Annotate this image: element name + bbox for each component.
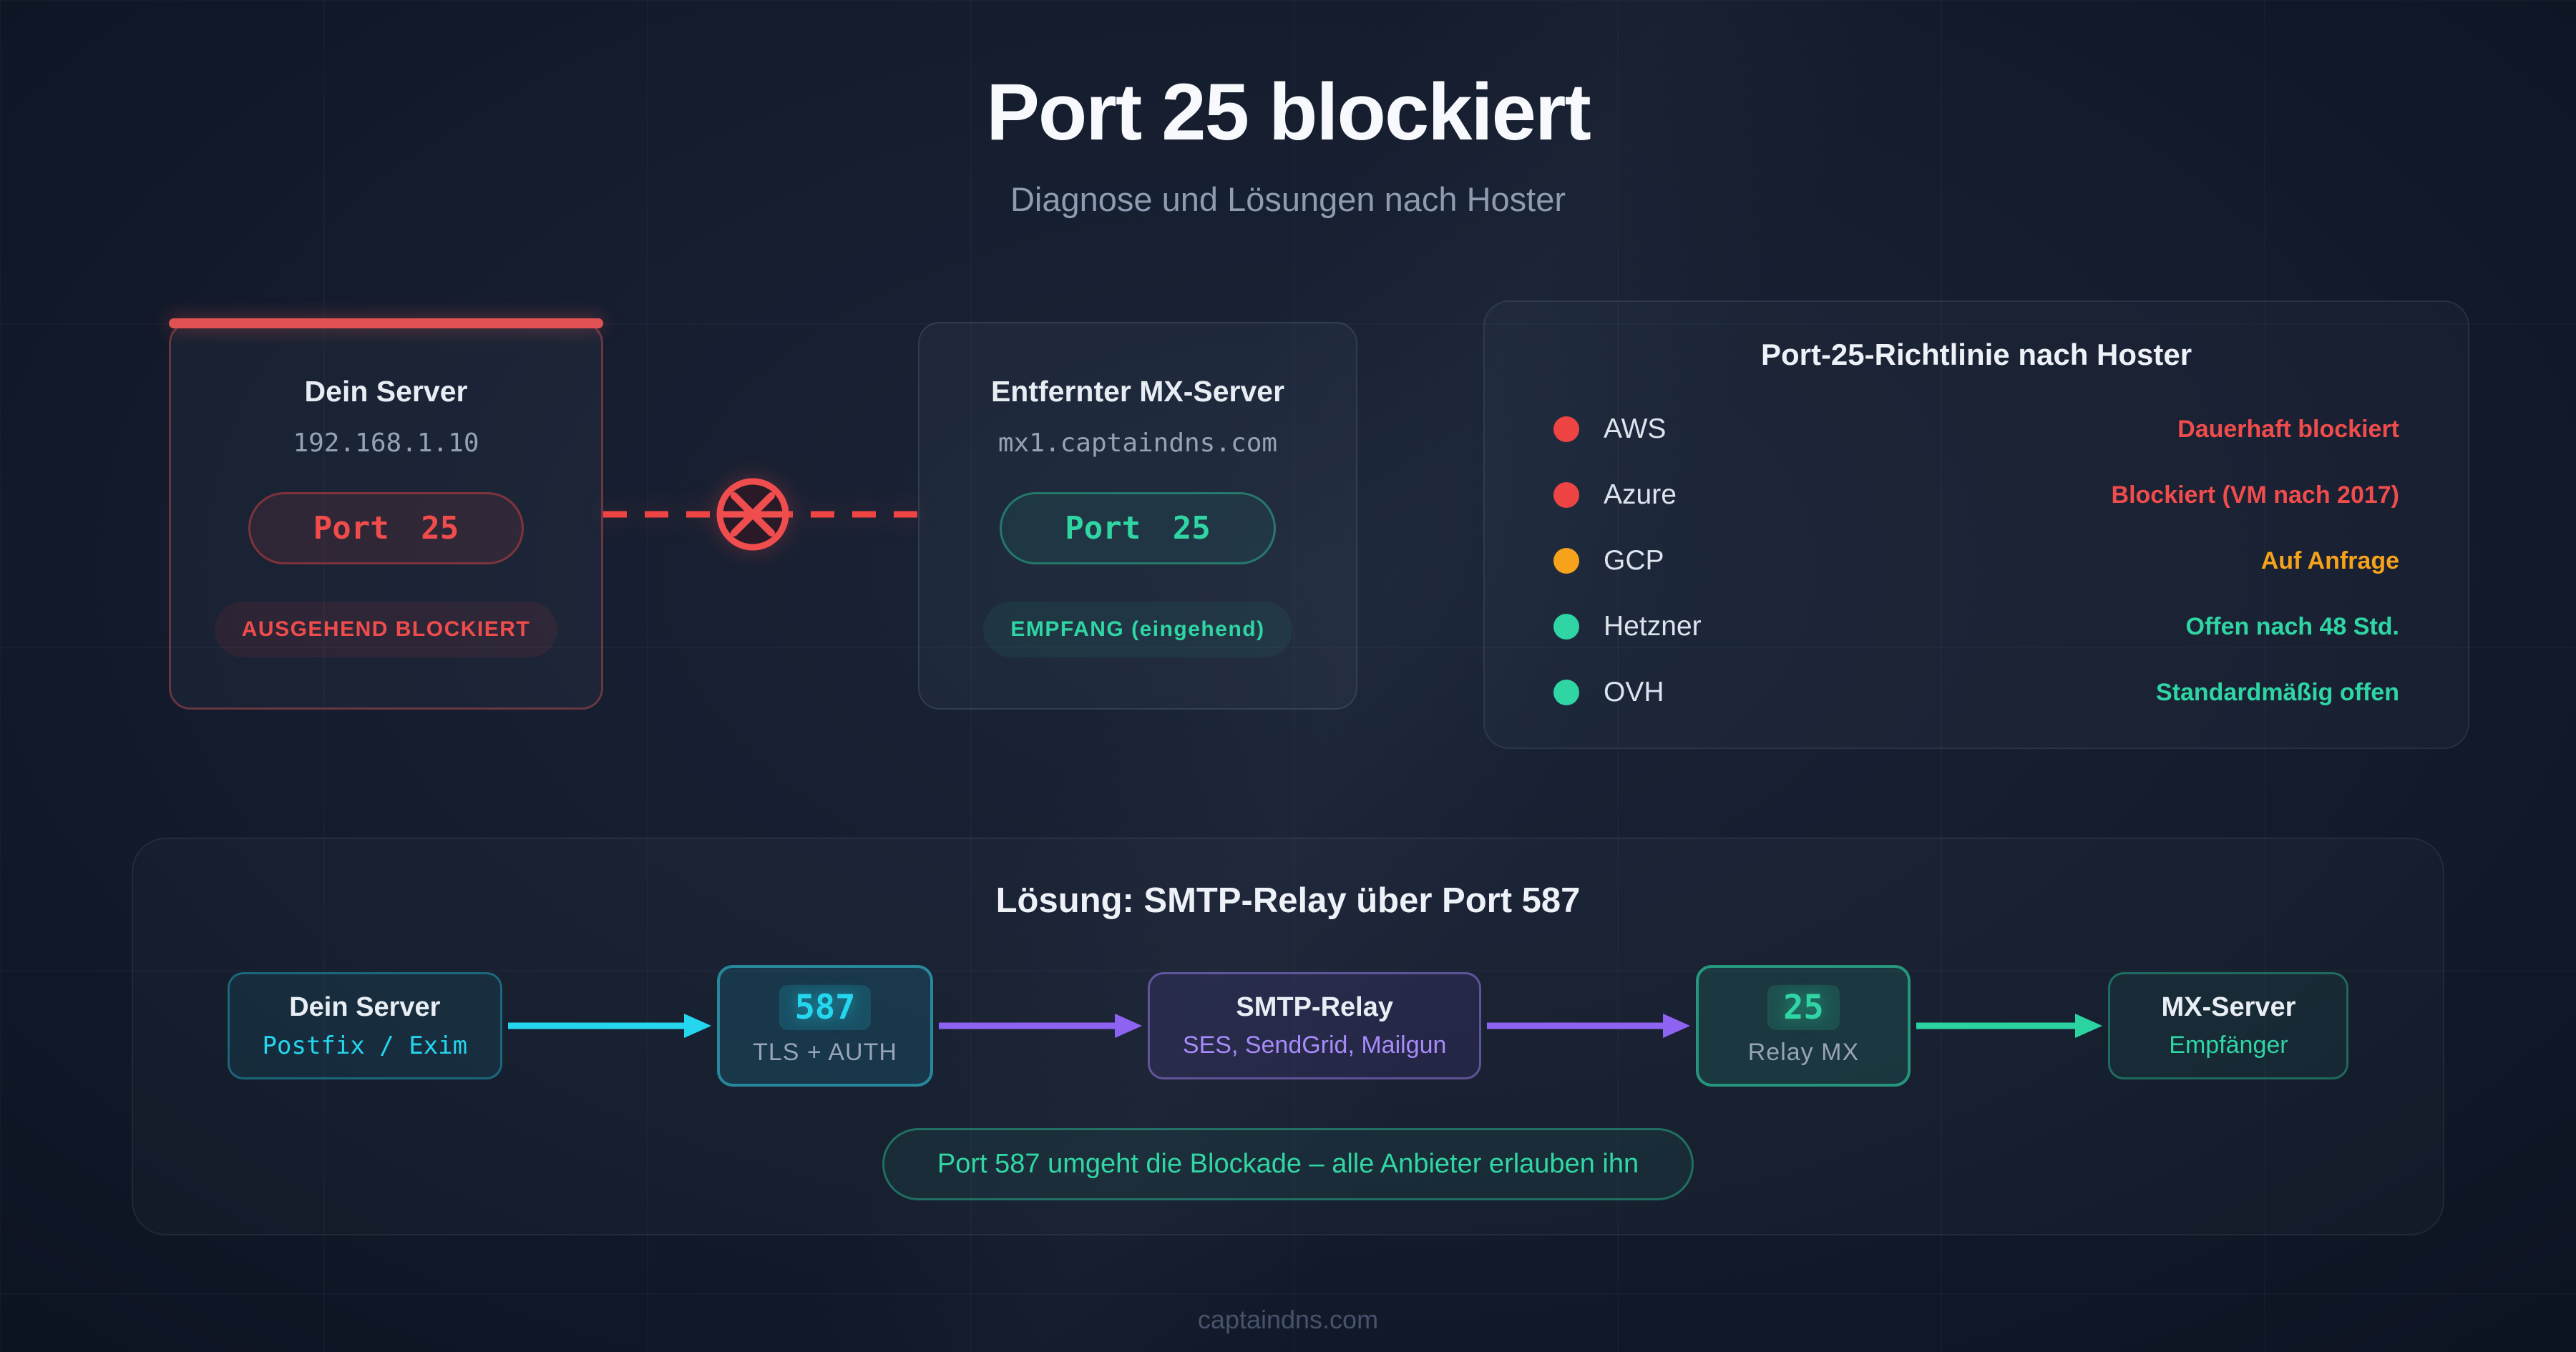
policy-status: Auf Anfrage — [2260, 547, 2399, 574]
mx-card-title: Entfernter MX-Server — [990, 374, 1285, 408]
blocked-connection — [603, 478, 918, 551]
header: Port 25 blockiert Diagnose und Lösungen … — [0, 66, 2576, 219]
port-587-chip: 587 — [779, 985, 872, 1030]
flow-step-sublabel: SES, SendGrid, Mailgun — [1182, 1032, 1447, 1059]
flow-arrow-purple — [1487, 1014, 1691, 1038]
server-card: Dein Server 192.168.1.10 Port 25 AUSGEHE… — [169, 318, 603, 710]
flow-step-your-server: Dein Server Postfix / Exim — [227, 972, 503, 1079]
policy-status: Dauerhaft blockiert — [2177, 415, 2399, 443]
policy-panel: Port-25-Richtlinie nach Hoster AWS Dauer… — [1483, 300, 2469, 749]
mx-port-pill: Port 25 — [1000, 491, 1276, 564]
status-dot — [1553, 416, 1579, 442]
policy-name: AWS — [1604, 413, 1667, 444]
policy-rows: AWS Dauerhaft blockiert Azure Blockiert … — [1553, 396, 2399, 725]
footer-brand: captaindns.com — [1197, 1305, 1379, 1334]
status-dot — [1553, 680, 1579, 705]
policy-row-hetzner: Hetzner Offen nach 48 Std. — [1553, 594, 2399, 660]
server-card-title: Dein Server — [304, 374, 468, 408]
flow-arrow-purple — [938, 1014, 1142, 1038]
flow-step-sublabel: Postfix / Exim — [262, 1031, 468, 1060]
flow-step-port-25: 25 Relay MX — [1696, 965, 1911, 1087]
solution-note-pill: Port 587 umgeht die Blockade – alle Anbi… — [882, 1128, 1694, 1200]
policy-panel-title: Port-25-Richtlinie nach Hoster — [1760, 338, 2192, 371]
port-25-chip: 25 — [1767, 985, 1840, 1030]
page-subtitle: Diagnose und Lösungen nach Hoster — [1010, 180, 1566, 218]
status-dot — [1553, 482, 1579, 508]
policy-row-aws: AWS Dauerhaft blockiert — [1553, 396, 2399, 462]
policy-name: Hetzner — [1604, 611, 1702, 642]
flow-arrow-cyan — [508, 1014, 712, 1038]
flow-step-sublabel: Relay MX — [1747, 1039, 1860, 1066]
flow-arrow-green — [1916, 1014, 2103, 1038]
server-status-badge: AUSGEHEND BLOCKIERT — [214, 601, 558, 657]
policy-row-gcp: GCP Auf Anfrage — [1553, 528, 2399, 594]
circle-cross-icon — [716, 478, 789, 551]
policy-name: GCP — [1604, 545, 1664, 576]
solution-title: Lösung: SMTP-Relay über Port 587 — [995, 881, 1581, 920]
flow-step-smtp-relay: SMTP-Relay SES, SendGrid, Mailgun — [1147, 972, 1482, 1079]
page-title: Port 25 blockiert — [986, 67, 1591, 157]
policy-status: Blockiert (VM nach 2017) — [2111, 481, 2399, 509]
flow-step-sublabel: TLS + AUTH — [753, 1039, 897, 1066]
mx-card: Entfernter MX-Server mx1.captaindns.com … — [918, 322, 1357, 710]
policy-status: Offen nach 48 Std. — [2185, 612, 2400, 640]
policy-status: Standardmäßig offen — [2155, 678, 2399, 706]
flow-step-label: SMTP-Relay — [1236, 992, 1393, 1022]
policy-row-azure: Azure Blockiert (VM nach 2017) — [1553, 462, 2399, 528]
solution-panel: Lösung: SMTP-Relay über Port 587 Dein Se… — [132, 838, 2444, 1235]
flow-step-label: Dein Server — [289, 991, 441, 1022]
solution-note-wrap: Port 587 umgeht die Blockade – alle Anbi… — [133, 1128, 2443, 1200]
server-card-accent-bar — [169, 318, 603, 328]
flow-step-label: 587 — [779, 985, 872, 1030]
flow-step-sublabel: Empfänger — [2169, 1032, 2288, 1059]
mx-card-address: mx1.captaindns.com — [997, 428, 1278, 458]
status-dot — [1553, 548, 1579, 574]
flow-step-mx-server: MX-Server Empfänger — [2108, 972, 2349, 1079]
flow-step-label: 25 — [1767, 985, 1840, 1030]
status-dot — [1553, 614, 1579, 640]
relay-flow: Dein Server Postfix / Exim 587 TLS + AUT… — [133, 965, 2443, 1087]
policy-name: Azure — [1604, 479, 1677, 510]
flow-step-label: MX-Server — [2161, 992, 2296, 1022]
server-card-address: 192.168.1.10 — [293, 428, 479, 458]
flow-step-port-587: 587 TLS + AUTH — [717, 965, 933, 1087]
policy-name: OVH — [1604, 677, 1664, 707]
policy-row-ovh: OVH Standardmäßig offen — [1553, 660, 2399, 725]
mx-status-badge: EMPFANG (eingehend) — [983, 601, 1292, 657]
server-port-pill: Port 25 — [248, 491, 525, 564]
